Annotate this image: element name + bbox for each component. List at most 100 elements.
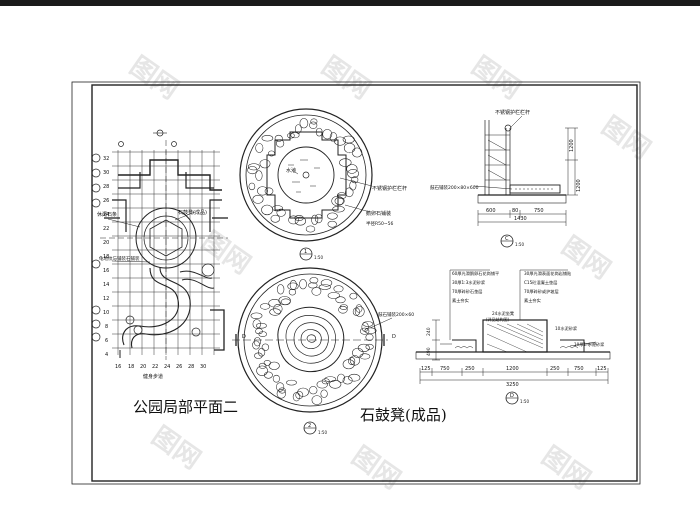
pebble-stone <box>268 150 275 157</box>
pebble-stone <box>252 319 261 329</box>
section-d-dim-125-right: 125 <box>597 366 607 372</box>
pebble-stone <box>337 373 345 383</box>
watermark-logo: 图网 <box>596 111 656 165</box>
plan-grid-label-30: 30 <box>103 170 109 176</box>
pebble-stone <box>299 118 309 129</box>
pebble-stone <box>310 118 318 125</box>
pebble-stone <box>327 220 337 228</box>
pebble-stone <box>327 292 340 299</box>
pebble-stone <box>309 386 318 395</box>
pebble-stone <box>264 187 274 195</box>
fountain-plan-circle <box>239 108 373 242</box>
pebble-stone <box>276 208 286 217</box>
pebble-stone <box>250 312 263 319</box>
pebble-stone <box>311 395 323 405</box>
pebble-stone <box>287 282 299 290</box>
circle-a-label-radius: 半径R50~56 <box>366 220 393 227</box>
watermark-layer: 图网图网图网图网图网图网图网图网图网 <box>124 51 656 495</box>
section-d-label-outer: 10厚1:水泥砂浆 <box>574 341 605 348</box>
circle-b-label-top: 鼓石铺装200×60 <box>378 311 414 318</box>
plan-callout-fitness-path: 健身步道 <box>143 373 163 380</box>
pebble-stone <box>321 378 330 385</box>
section-mark-c <box>500 234 514 248</box>
section-d-note-left-2: 30厚1:3水泥砂浆 <box>452 279 486 286</box>
pebble-stone <box>342 135 355 144</box>
plan-grid-label-14: 14 <box>103 282 109 288</box>
section-d-label-pit: 10水泥砂浆 <box>555 325 578 332</box>
plan-grid-label-22: 22 <box>103 226 109 232</box>
pebble-stone <box>269 308 281 316</box>
pebble-stone <box>256 365 268 376</box>
pebble-stone <box>329 380 342 389</box>
pebble-stone <box>294 215 304 221</box>
pebble-stone <box>273 304 283 314</box>
pebble-stone <box>294 216 306 226</box>
pebble-stone <box>327 212 338 220</box>
section-mark-d-scale: 1:50 <box>520 399 529 404</box>
section-d-dim-750-left: 750 <box>440 366 450 372</box>
plan-callout-paving: 龟地纹与铺装石铺装 <box>99 255 140 262</box>
section-c-dim-v2: 1200 <box>576 179 582 192</box>
watermark-logo: 图网 <box>124 51 184 105</box>
pebble-stone <box>324 376 337 383</box>
pebble-stone <box>359 353 371 360</box>
pebble-stone <box>248 182 256 191</box>
pebble-stone <box>261 204 273 216</box>
section-c-label-seat: 鼓石铺装200×80×600 <box>430 184 479 191</box>
plan-grid-bottom-30: 30 <box>200 364 206 370</box>
pebble-stone <box>339 158 352 167</box>
plan-grid-bottom-26: 26 <box>176 364 182 370</box>
pebble-stone <box>357 343 370 352</box>
pebble-stone <box>334 197 345 205</box>
pebble-stone <box>268 361 280 370</box>
pebble-stone <box>333 285 344 293</box>
marker-d-right: D <box>392 334 396 340</box>
pebble-ring-a <box>247 118 363 233</box>
pebble-stone <box>349 355 360 366</box>
section-c-dim-80: 80 <box>512 208 518 214</box>
watermark-logo: 图网 <box>146 421 206 475</box>
pebble-stone <box>255 328 263 335</box>
section-mark-c-scale: 1:50 <box>515 242 524 247</box>
section-mark-1 <box>299 247 313 261</box>
watermark-logo: 图网 <box>316 51 376 105</box>
pebble-stone <box>278 296 291 306</box>
watermark-logo: 图网 <box>196 226 256 280</box>
pebble-stone <box>318 284 331 290</box>
plan-grid-bottom-16: 16 <box>115 364 121 370</box>
plan-grid-bottom-28: 28 <box>188 364 194 370</box>
section-d-label-seat-sub: (详见结构图) <box>486 316 510 322</box>
watermark-logo: 图网 <box>466 51 526 105</box>
pebble-stone <box>348 357 356 365</box>
section-d-note-right-4: 素土夯实 <box>524 297 541 304</box>
park-plan <box>91 129 228 360</box>
pebble-stone <box>280 298 291 306</box>
plan-grid-bottom-22: 22 <box>152 364 158 370</box>
section-d-dim-125-left: 125 <box>421 366 431 372</box>
section-d-dim-750-right: 750 <box>574 366 584 372</box>
section-d-note-left-3: 70厚碎砂石垫层 <box>452 288 482 295</box>
plan-callout-stone-bench: 休闲石条 <box>97 211 117 218</box>
pebble-stone <box>342 376 353 385</box>
pebble-stone <box>365 333 374 341</box>
marker-d-left: D <box>242 334 246 340</box>
pebble-stone <box>286 379 297 386</box>
pebble-stone <box>348 373 361 382</box>
pebble-stone <box>295 391 304 400</box>
circle-a-label-railing: 不锈钢护栏栏杆 <box>372 185 407 192</box>
pebble-stone <box>365 343 374 350</box>
section-mark-2-number: 2 <box>308 423 311 429</box>
top-border-bar <box>0 0 700 6</box>
pebble-stone <box>276 389 286 399</box>
pebble-stone <box>364 327 377 334</box>
pebble-stone <box>334 136 346 146</box>
section-d-note-left-1: 60厚光滑鹅卵石花岗铺平 <box>452 270 499 277</box>
section-d-dim-v1: 240 <box>426 327 432 336</box>
pebble-stone <box>253 337 261 347</box>
pebble-stone <box>276 382 285 392</box>
pebble-stone <box>342 359 355 370</box>
section-c-dim-total: 1430 <box>514 216 527 222</box>
plan-grid-label-10: 10 <box>103 310 109 316</box>
section-d-label-seat: 24水泥坐凳 <box>492 310 515 317</box>
plan-grid-label-32: 32 <box>103 156 109 162</box>
